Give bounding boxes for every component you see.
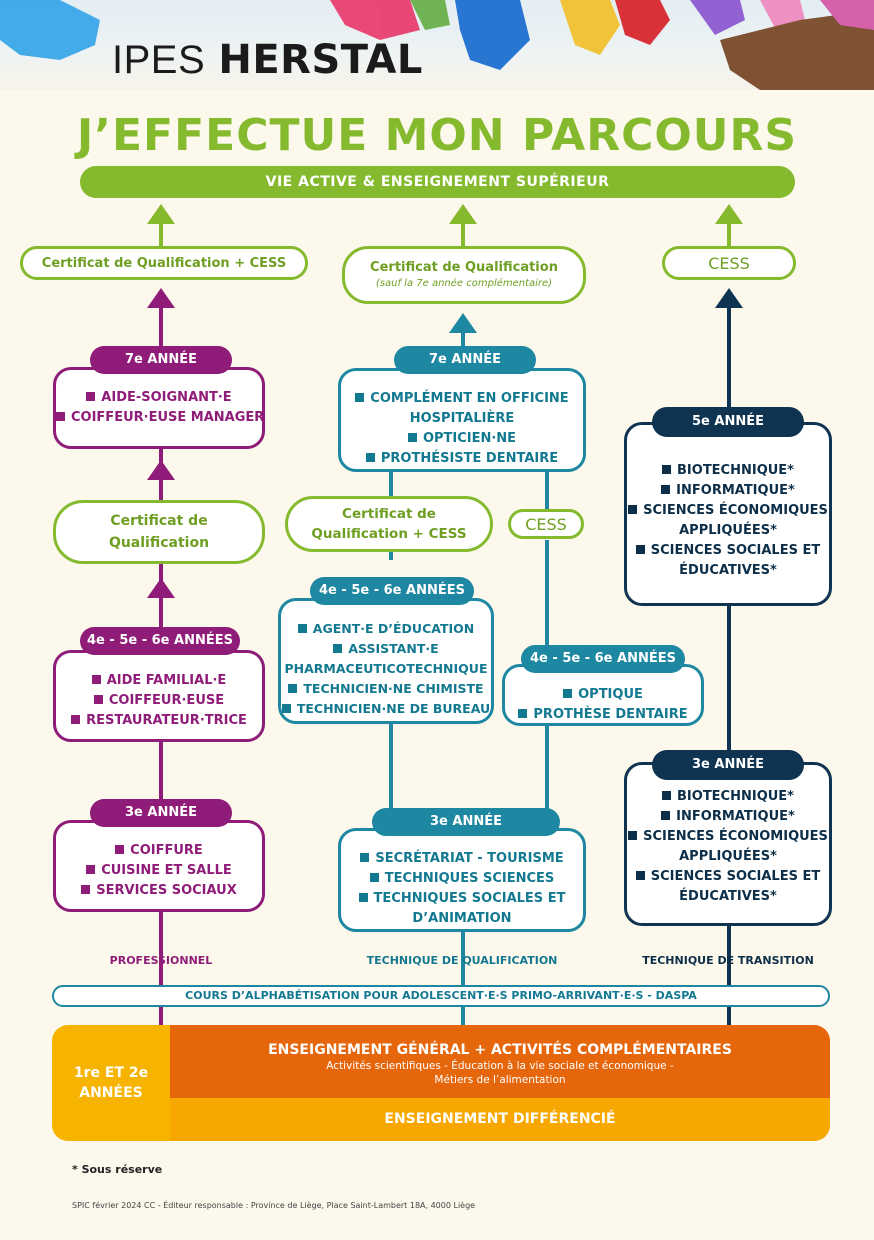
list-item: SCIENCES ÉCONOMIQUES xyxy=(627,827,829,847)
list-item: COMPLÉMENT EN OFFICINE xyxy=(341,389,583,409)
tech-456b-annees-badge: 4e - 5e - 6e ANNÉES xyxy=(521,645,685,673)
certificat-cess-tech: Certificat de Qualification + CESS xyxy=(285,496,493,552)
list-item: PROTHÈSE DENTAIRE xyxy=(505,705,701,725)
outcome-label: CESS xyxy=(708,253,750,273)
list-item: SECRÉTARIAT - TOURISME xyxy=(341,849,583,869)
list-item: TECHNIQUES SOCIALES ET xyxy=(341,889,583,909)
prof-456-annees-card: AIDE FAMILIAL·E COIFFEUR·EUSE RESTAURATE… xyxy=(53,650,265,742)
credits: SPIC février 2024 CC - Éditeur responsab… xyxy=(72,1201,476,1210)
years-label: 1re ET 2e ANNÉES xyxy=(73,1065,149,1101)
prof-456-annees-badge: 4e - 5e - 6e ANNÉES xyxy=(80,627,240,655)
top-bar: VIE ACTIVE & ENSEIGNEMENT SUPÉRIEUR xyxy=(80,166,795,198)
list-item: AGENT·E D’ÉDUCATION xyxy=(281,619,491,639)
prof-7e-annee-card: AIDE-SOIGNANT·E COIFFEUR·EUSE MANAGER xyxy=(53,367,265,449)
list-item: COIFFEUR·EUSE xyxy=(56,691,262,711)
outcome-cq-cess-prof: Certificat de Qualification + CESS xyxy=(20,246,308,280)
list-item: TECHNIQUES SCIENCES xyxy=(341,869,583,889)
brand-logo: IPES HERSTAL xyxy=(112,36,423,84)
list-item: PHARMACEUTICOTECHNIQUE xyxy=(284,661,488,676)
trans-3e-annee-card: BIOTECHNIQUE* INFORMATIQUE* SCIENCES ÉCO… xyxy=(624,762,832,926)
outcome-cess-transition: CESS xyxy=(662,246,796,280)
enseignement-general-panel: ENSEIGNEMENT GÉNÉRAL + ACTIVITÉS COMPLÉM… xyxy=(170,1025,830,1098)
prof-3e-annee-badge: 3e ANNÉE xyxy=(90,799,232,827)
list-item: OPTICIEN·NE xyxy=(341,429,583,449)
page-title: J’EFFECTUE MON PARCOURS xyxy=(76,110,798,161)
list-item: INFORMATIQUE* xyxy=(627,807,829,827)
list-item: RESTAURATEUR·TRICE xyxy=(56,711,262,731)
brand-bold-text: HERSTAL xyxy=(218,37,423,83)
hands-illustration xyxy=(0,0,874,90)
tech-3e-annee-card: SECRÉTARIAT - TOURISME TECHNIQUES SCIENC… xyxy=(338,828,586,932)
list-item: PROTHÉSISTE DENTAIRE xyxy=(341,449,583,469)
enseignement-general-title: ENSEIGNEMENT GÉNÉRAL + ACTIVITÉS COMPLÉM… xyxy=(268,1042,732,1058)
stream-label-technique-qualification: TECHNIQUE DE QUALIFICATION xyxy=(366,954,558,967)
list-item: SCIENCES ÉCONOMIQUES xyxy=(627,501,829,521)
list-item: COIFFEUR·EUSE MANAGER xyxy=(56,408,264,428)
list-item: SCIENCES SOCIALES ET xyxy=(627,541,829,561)
list-item: BIOTECHNIQUE* xyxy=(627,787,829,807)
list-item: HOSPITALIÈRE xyxy=(409,411,515,426)
prof-7e-annee-badge: 7e ANNÉE xyxy=(90,346,232,374)
trans-5e-annee-card: BIOTECHNIQUE* INFORMATIQUE* SCIENCES ÉCO… xyxy=(624,422,832,606)
list-item: TECHNICIEN·NE DE BUREAU xyxy=(281,699,491,719)
list-item: SERVICES SOCIAUX xyxy=(56,881,262,901)
list-item: D’ANIMATION xyxy=(412,911,512,926)
list-item: OPTIQUE xyxy=(505,685,701,705)
daspa-banner: COURS D’ALPHABÉTISATION POUR ADOLESCENT·… xyxy=(52,985,830,1007)
cess-label: CESS xyxy=(525,514,567,534)
tech-7e-annee-card: COMPLÉMENT EN OFFICINE HOSPITALIÈRE OPTI… xyxy=(338,368,586,472)
list-item: SCIENCES SOCIALES ET xyxy=(627,867,829,887)
tech-7e-annee-badge: 7e ANNÉE xyxy=(394,346,536,374)
list-item: AIDE FAMILIAL·E xyxy=(56,671,262,691)
tech-3e-annee-badge: 3e ANNÉE xyxy=(372,808,560,836)
list-item: ÉDUCATIVES* xyxy=(679,889,777,904)
list-item: ÉDUCATIVES* xyxy=(679,563,777,578)
outcome-label: Certificat de Qualification + CESS xyxy=(41,255,287,271)
list-item: APPLIQUÉES* xyxy=(679,523,777,538)
trans-5e-annee-badge: 5e ANNÉE xyxy=(652,407,804,437)
certificat-qualification-prof: Certificat de Qualification xyxy=(53,500,265,564)
list-item: TECHNICIEN·NE CHIMISTE xyxy=(281,679,491,699)
tronc-commun-block: 1re ET 2e ANNÉES ENSEIGNEMENT GÉNÉRAL + … xyxy=(52,1025,830,1141)
certificat-label: Certificat de xyxy=(342,506,436,522)
certificat-label: Qualification + CESS xyxy=(311,526,467,542)
stream-label-professionnel: PROFESSIONNEL xyxy=(109,954,213,967)
list-item: ASSISTANT·E xyxy=(281,639,491,659)
tech-456b-annees-card: OPTIQUE PROTHÈSE DENTAIRE xyxy=(502,664,704,726)
outcome-label: Certificat de Qualification xyxy=(370,260,558,275)
outcome-cq-tech: Certificat de Qualification (sauf la 7e … xyxy=(342,246,586,304)
brand-light-text: IPES xyxy=(112,38,206,82)
cess-tech: CESS xyxy=(508,509,584,539)
tech-456a-annees-badge: 4e - 5e - 6e ANNÉES xyxy=(310,577,474,605)
list-item: AIDE-SOIGNANT·E xyxy=(56,388,262,408)
list-item: COIFFURE xyxy=(56,841,262,861)
list-item: APPLIQUÉES* xyxy=(679,849,777,864)
enseignement-general-sub: Métiers de l’alimentation xyxy=(434,1074,566,1086)
stream-label-technique-transition: TECHNIQUE DE TRANSITION xyxy=(642,954,814,967)
trans-3e-annee-badge: 3e ANNÉE xyxy=(652,750,804,780)
list-item: INFORMATIQUE* xyxy=(627,481,829,501)
list-item: CUISINE ET SALLE xyxy=(56,861,262,881)
certificat-label: Certificat de Qualification xyxy=(108,513,210,551)
enseignement-general-sub: Activités scientifiques - Éducation à la… xyxy=(326,1060,674,1072)
prof-3e-annee-card: COIFFURE CUISINE ET SALLE SERVICES SOCIA… xyxy=(53,820,265,912)
footnote: * Sous réserve xyxy=(72,1163,163,1176)
list-item: BIOTECHNIQUE* xyxy=(627,461,829,481)
header-banner: IPES HERSTAL xyxy=(0,0,874,90)
tech-456a-annees-card: AGENT·E D’ÉDUCATION ASSISTANT·E PHARMACE… xyxy=(278,598,494,724)
enseignement-differencie-panel: ENSEIGNEMENT DIFFÉRENCIÉ xyxy=(170,1098,830,1141)
outcome-note: (sauf la 7e année complémentaire) xyxy=(375,278,553,289)
